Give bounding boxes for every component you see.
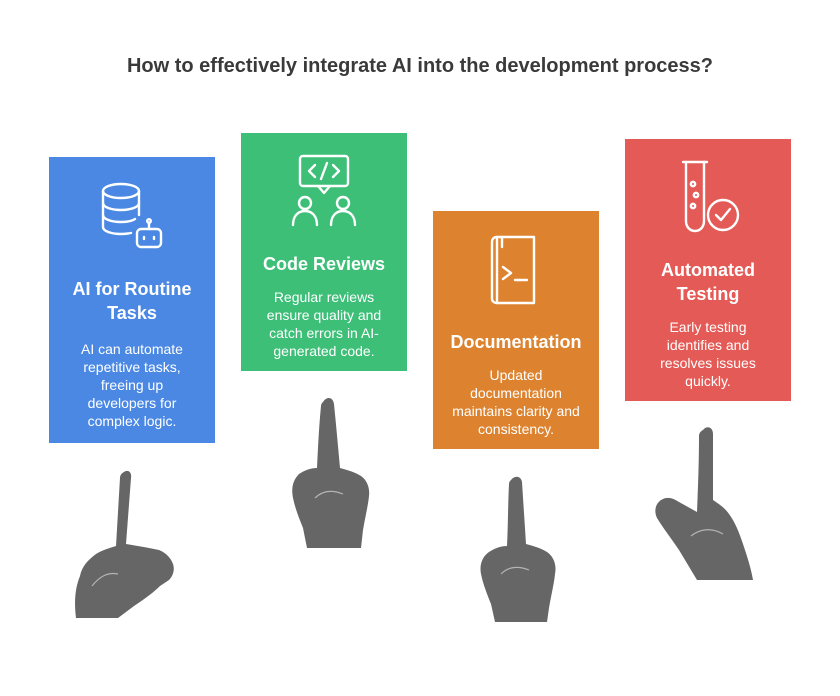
- card-ai-routine-tasks: AI for Routine Tasks AI can automate rep…: [49, 157, 215, 443]
- card-title: Code Reviews: [262, 254, 386, 274]
- code-review-people-icon: [291, 154, 357, 227]
- terminal-book-icon: [490, 235, 536, 305]
- card-description: AI can automate repetitive tasks, freein…: [81, 341, 183, 429]
- pointing-hand-icon: [292, 398, 370, 548]
- card-description: Early testing identifies and resolves is…: [660, 319, 756, 389]
- pointing-hand-icon: [480, 476, 556, 622]
- test-tube-check-icon: [681, 160, 740, 233]
- card-automated-testing: Automated Testing Early testing identifi…: [625, 139, 791, 401]
- pointing-hand-icon: [655, 427, 753, 580]
- card-title: AI for Routine Tasks: [72, 279, 192, 323]
- page-title: How to effectively integrate AI into the…: [126, 55, 714, 77]
- card-description: Regular reviews ensure quality and catch…: [266, 289, 382, 359]
- card-description: Updated documentation maintains clarity …: [452, 367, 580, 437]
- pointing-hand-icon: [75, 470, 174, 618]
- database-bot-icon: [101, 182, 163, 249]
- card-title: Documentation: [450, 332, 582, 352]
- card-code-reviews: Code Reviews Regular reviews ensure qual…: [241, 133, 407, 371]
- card-documentation: Documentation Updated documentation main…: [433, 211, 599, 449]
- card-title: Automated Testing: [661, 260, 755, 304]
